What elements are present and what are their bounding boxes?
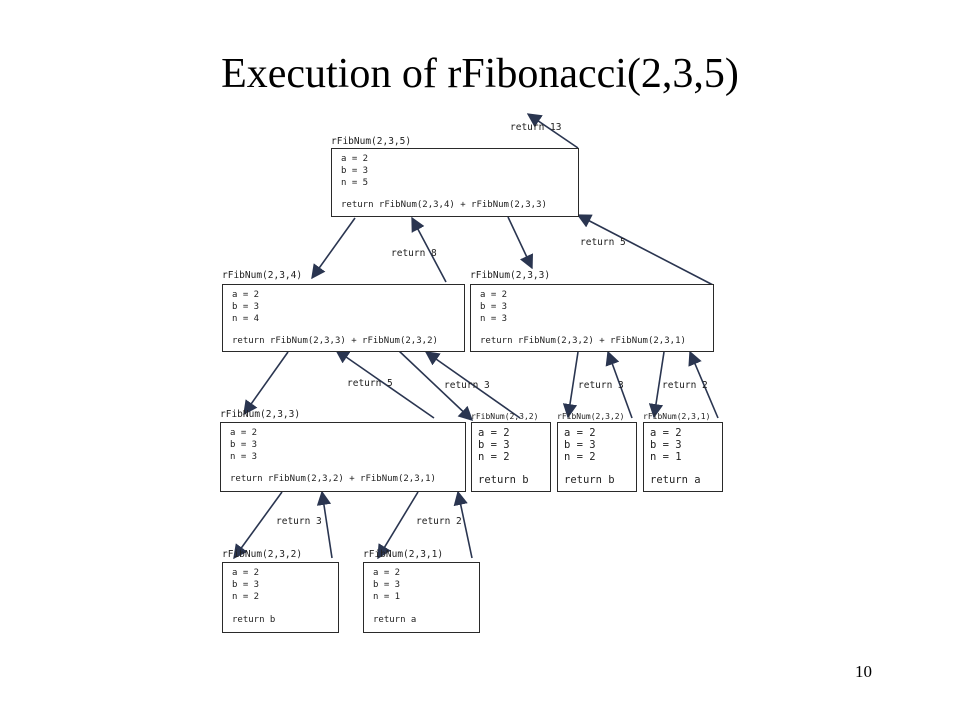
frame-line: n = 3 — [230, 452, 258, 462]
frame-line: b = 3 — [341, 166, 369, 176]
frame-call-label: rFibNum(2,3,4) — [222, 270, 303, 281]
arrow-return-f9 — [453, 490, 473, 559]
frame-line: return a — [650, 474, 701, 486]
frame-line: return b — [564, 474, 615, 486]
frame-line: n = 1 — [650, 451, 682, 463]
call-frame: a = 2 b = 3 n = 4 return rFibNum(2,3,3) … — [222, 284, 465, 352]
frame-line: b = 3 — [650, 439, 682, 451]
arrow-return-f7 — [688, 350, 719, 419]
arrow-call-f3-f6 — [562, 351, 579, 419]
frame-line: a = 2 — [373, 568, 401, 578]
frame-line: b = 3 — [478, 439, 510, 451]
frame-line: a = 2 — [232, 568, 260, 578]
frame-line: a = 2 — [650, 427, 682, 439]
arrow-call-f3-f7 — [648, 351, 665, 419]
frame-call-label: rFibNum(2,3,1) — [643, 412, 711, 421]
arrow-call-f4-f8 — [233, 491, 283, 560]
call-frame: a = 2 b = 3 n = 2 return b — [557, 422, 637, 492]
return-label-f5: return 3 — [444, 380, 490, 391]
return-label-f7: return 2 — [662, 380, 708, 391]
arrow-call-f1-f3 — [507, 216, 533, 270]
return-label-f6: return 3 — [578, 380, 624, 391]
frame-line: a = 2 — [232, 290, 260, 300]
frame-line: b = 3 — [480, 302, 508, 312]
frame-line: n = 2 — [232, 592, 260, 602]
frame-call-label: rFibNum(2,3,1) — [363, 549, 444, 560]
call-frame: a = 2 b = 3 n = 2 return b — [471, 422, 551, 492]
call-frame: a = 2 b = 3 n = 1 return a — [643, 422, 723, 492]
frame-line: n = 2 — [564, 451, 596, 463]
arrow-return-f8 — [316, 490, 333, 559]
frame-line: return rFibNum(2,3,2) + rFibNum(2,3,1) — [480, 336, 686, 346]
arrow-call-f2-f5 — [397, 349, 474, 421]
call-frame: a = 2 b = 3 n = 3 return rFibNum(2,3,2) … — [220, 422, 466, 492]
frame-line: b = 3 — [232, 302, 260, 312]
return-label-top: return 13 — [510, 122, 562, 133]
frame-line: n = 1 — [373, 592, 401, 602]
frame-line: n = 4 — [232, 314, 260, 324]
frame-line: b = 3 — [232, 580, 260, 590]
slide-title: Execution of rFibonacci(2,3,5) — [221, 51, 739, 97]
arrow-return-f6 — [605, 350, 633, 419]
frame-call-label: rFibNum(2,3,2) — [471, 412, 539, 421]
frame-line: return rFibNum(2,3,4) + rFibNum(2,3,3) — [341, 200, 547, 210]
return-label-f2: return 8 — [391, 248, 437, 259]
call-frame: a = 2 b = 3 n = 1 return a — [363, 562, 480, 633]
frame-line: b = 3 — [230, 440, 258, 450]
frame-call-label: rFibNum(2,3,2) — [557, 412, 625, 421]
frame-line: a = 2 — [478, 427, 510, 439]
frame-line: b = 3 — [373, 580, 401, 590]
call-frame: a = 2 b = 3 n = 3 return rFibNum(2,3,2) … — [470, 284, 714, 352]
arrow-call-f1-f2 — [311, 217, 356, 280]
frame-line: return b — [232, 615, 276, 625]
frame-line: return rFibNum(2,3,3) + rFibNum(2,3,2) — [232, 336, 438, 346]
frame-line: n = 5 — [341, 178, 369, 188]
frame-line: return b — [478, 474, 529, 486]
frame-line: a = 2 — [230, 428, 258, 438]
frame-line: return rFibNum(2,3,2) + rFibNum(2,3,1) — [230, 474, 436, 484]
call-frame: a = 2 b = 3 n = 2 return b — [222, 562, 339, 633]
page-number: 10 — [855, 662, 872, 681]
arrow-return-f4 — [334, 349, 435, 419]
call-frame: a = 2 b = 3 n = 5 return rFibNum(2,3,4) … — [331, 148, 579, 217]
arrow-return-13 — [526, 113, 579, 149]
frame-line: n = 2 — [478, 451, 510, 463]
return-label-f4: return 5 — [347, 378, 393, 389]
arrow-call-f2-f4 — [243, 351, 289, 416]
frame-call-label: rFibNum(2,3,3) — [220, 409, 301, 420]
frame-line: a = 2 — [564, 427, 596, 439]
frame-call-label: rFibNum(2,3,2) — [222, 549, 303, 560]
arrow-call-f4-f9 — [377, 491, 419, 560]
return-label-f9: return 2 — [416, 516, 462, 527]
return-label-f3: return 5 — [580, 237, 626, 248]
frame-line: a = 2 — [480, 290, 508, 300]
frame-line: return a — [373, 615, 417, 625]
return-label-f8: return 3 — [276, 516, 322, 527]
frame-call-label: rFibNum(2,3,3) — [470, 270, 551, 281]
frame-call-label: rFibNum(2,3,5) — [331, 136, 412, 147]
frame-line: n = 3 — [480, 314, 508, 324]
arrow-return-f5 — [424, 351, 521, 419]
arrow-return-f2 — [411, 216, 447, 283]
frame-line: b = 3 — [564, 439, 596, 451]
arrow-return-f3 — [576, 214, 714, 286]
frame-line: a = 2 — [341, 154, 369, 164]
